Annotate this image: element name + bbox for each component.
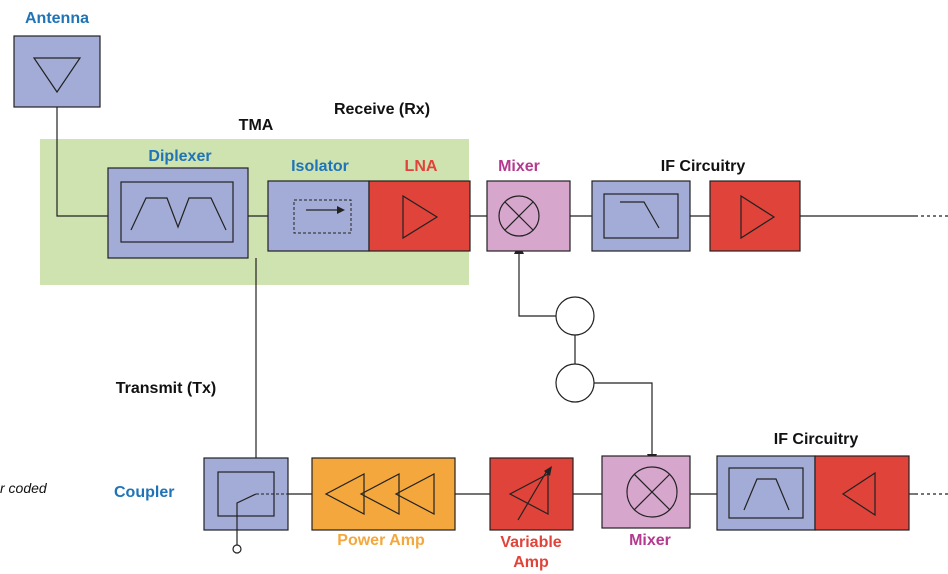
tx-mixer-label: Mixer (629, 532, 671, 549)
amplifier-icon (402, 194, 439, 240)
tx-mixer-block (601, 455, 691, 529)
coupler-port-icon (232, 544, 242, 554)
lna-label: LNA (404, 158, 438, 175)
diplexer-block (107, 167, 249, 259)
variable-amp-label-line2: Amp (513, 554, 549, 571)
variable-amp-block (489, 457, 574, 531)
transmit-label: Transmit (Tx) (115, 380, 217, 397)
variable-amplifier-icon (508, 473, 549, 515)
local-oscillator-rx-icon (555, 296, 595, 336)
bandpass-filter-icon (743, 478, 790, 511)
receive-label: Receive (Rx) (333, 101, 431, 118)
amplifier-stage-1-icon (324, 473, 365, 515)
isolator-block (267, 180, 370, 252)
lo-line-tx (589, 382, 653, 456)
variable-amp-label-line1: Variable (500, 534, 562, 551)
antenna-label: Antenna (25, 10, 89, 27)
amplifier-stage-2-icon (359, 473, 400, 515)
local-oscillator-tx-icon (555, 363, 595, 403)
amplifier-icon (841, 471, 876, 517)
coupler-tap-line (236, 493, 257, 545)
rx-if-circuitry-label: IF Circuitry (660, 158, 746, 175)
tx-if-circuitry-label: IF Circuitry (773, 431, 859, 448)
amplifier-icon (740, 194, 776, 240)
antenna-feed-line (56, 92, 108, 217)
bandpass-filter-icon (130, 197, 227, 231)
coupler-label: Coupler (114, 484, 175, 501)
rx-mixer-block (486, 180, 571, 252)
rx-mixer-label: Mixer (498, 158, 540, 175)
lo-line-rx (518, 252, 556, 317)
power-amp-label: Power Amp (337, 532, 425, 549)
power-amp-block (311, 457, 456, 531)
antenna-icon (32, 57, 82, 94)
rx-if-filter-block (591, 180, 691, 252)
coupler-block (203, 457, 289, 554)
amplifier-stage-3-icon (394, 473, 435, 515)
rx-if-amp-block (709, 180, 801, 252)
lna-block (368, 180, 471, 252)
color-coded-note: r coded (0, 480, 47, 496)
tma-label: TMA (238, 117, 274, 134)
mixer-icon (498, 195, 540, 237)
tx-if-amp-block (814, 455, 910, 531)
mixer-icon (626, 466, 678, 518)
diplexer-label: Diplexer (148, 148, 212, 165)
tx-if-filter-block (716, 455, 816, 531)
lowpass-filter-icon (620, 201, 660, 229)
isolator-label: Isolator (291, 158, 349, 175)
antenna-block (13, 35, 101, 108)
